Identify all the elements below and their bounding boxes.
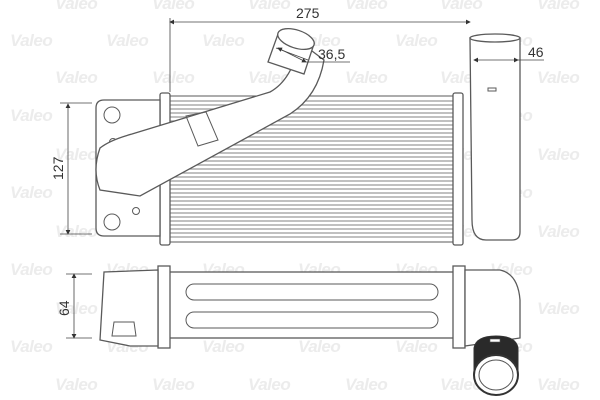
dimension-overall-width: 275 bbox=[296, 5, 320, 21]
pipe-clamp bbox=[185, 111, 219, 147]
right-tank bbox=[469, 37, 521, 241]
dimension-inlet-diameter: 36,5 bbox=[318, 46, 346, 62]
outlet-port bbox=[473, 335, 519, 396]
dimension-core-height: 127 bbox=[50, 156, 66, 180]
top-view bbox=[66, 265, 521, 396]
dimension-line-36-5 bbox=[277, 47, 307, 63]
left-tank-top bbox=[99, 269, 159, 347]
inlet-port bbox=[277, 27, 315, 51]
right-tank-top bbox=[464, 269, 521, 347]
dimension-core-depth: 64 bbox=[56, 300, 72, 316]
inlet-pipe bbox=[95, 40, 325, 197]
front-view bbox=[60, 18, 544, 246]
dimension-tank-width: 46 bbox=[528, 44, 544, 60]
